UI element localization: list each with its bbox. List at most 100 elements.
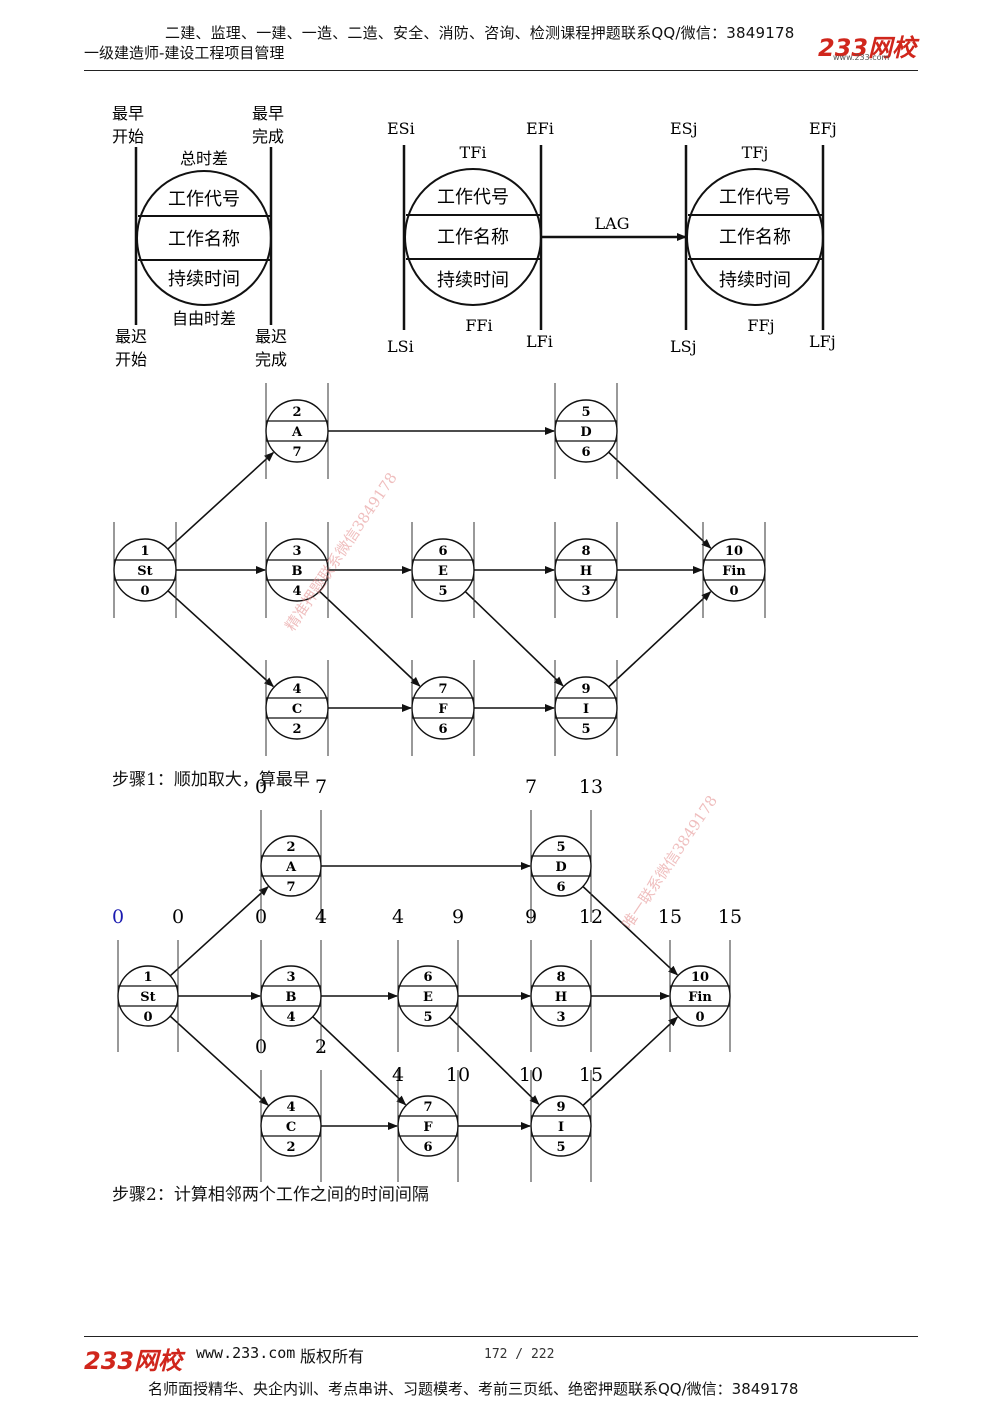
edge-6-9	[448, 1016, 540, 1106]
edge-3-7	[312, 1016, 407, 1106]
node-duration: 4	[286, 1010, 295, 1025]
legend-lag-label: LAG	[595, 214, 630, 233]
early-start-label: 0	[255, 776, 267, 798]
legend-lag-esi: ESi	[387, 119, 415, 138]
header-contact-line: 二建、监理、一建、一造、二造、安全、消防、咨询、检测课程押题联系QQ/微信：38…	[165, 24, 795, 42]
node-duration: 7	[292, 445, 301, 460]
footer-logo: 233网校	[84, 1347, 183, 1375]
edge-1-4	[167, 590, 275, 688]
node-C: 4C2	[265, 660, 329, 756]
footer-divider	[84, 1336, 918, 1337]
node-name: F	[438, 702, 448, 717]
node-name: H	[555, 990, 567, 1005]
legend-simple-tf: 总时差	[180, 149, 228, 168]
node-id: 9	[581, 682, 590, 697]
early-finish-label: 9	[452, 906, 464, 928]
node-duration: 2	[292, 722, 301, 737]
footer-contact-line: 名师面授精华、央企内训、考点串讲、习题模考、考前三页纸、绝密押题联系QQ/微信：…	[148, 1380, 799, 1398]
step1-caption: 步骤1：顺加取大，算最早	[112, 770, 310, 790]
node-duration: 5	[556, 1140, 565, 1155]
early-finish-label: 4	[315, 906, 327, 928]
early-start-label: 0	[255, 906, 267, 928]
svg-text:工作代号: 工作代号	[437, 187, 509, 208]
early-start-label: 0	[112, 906, 124, 928]
node-id: 5	[556, 840, 565, 855]
legend-lag-efj: EFj	[809, 119, 837, 138]
svg-text:持续时间: 持续时间	[719, 270, 791, 291]
header-divider	[84, 70, 918, 71]
svg-text:持续时间: 持续时间	[437, 270, 509, 291]
node-name: Fin	[688, 990, 712, 1005]
node-name: D	[580, 425, 591, 440]
node-id: 8	[581, 544, 590, 559]
node-name: St	[137, 564, 152, 579]
node-id: 10	[725, 544, 743, 559]
legend-simple-row2: 工作名称	[168, 229, 240, 250]
node-id: 2	[292, 405, 301, 420]
node-name: B	[286, 990, 297, 1005]
early-finish-label: 12	[579, 906, 603, 928]
early-start-label: 7	[525, 776, 537, 798]
node-duration: 3	[581, 584, 590, 599]
node-name: A	[285, 860, 297, 875]
node-name: Fin	[722, 564, 746, 579]
early-finish-label: 7	[315, 776, 327, 798]
node-duration: 0	[140, 584, 149, 599]
early-start-label: 15	[658, 906, 682, 928]
node-id: 1	[140, 544, 149, 559]
edge-5-10	[582, 885, 679, 976]
node-name: E	[438, 564, 448, 579]
node-id: 5	[581, 405, 590, 420]
node-duration: 6	[423, 1140, 432, 1155]
node-name: F	[423, 1120, 433, 1135]
legend-lag-lsi: LSi	[387, 337, 414, 356]
node-duration: 6	[581, 445, 590, 460]
legend-lag-lfj: LFj	[809, 332, 836, 351]
legend-simple-row3: 持续时间	[168, 269, 240, 290]
node-B: 3B4	[265, 522, 329, 618]
node-id: 2	[286, 840, 295, 855]
legend-simple-lf: 最迟完成	[255, 327, 287, 369]
node-duration: 5	[438, 584, 447, 599]
brand-logo: 233网校	[818, 34, 917, 62]
legend-simple-ef: 最早完成	[252, 104, 284, 146]
edge-6-9	[464, 590, 564, 687]
legend-lag: 工作代号 工作名称 持续时间 ESi EFi LSi LFi TFi FFi L…	[387, 119, 837, 356]
early-finish-label: 13	[579, 776, 603, 798]
network-diagrams: 工作代号 工作名称 持续时间 总时差 自由时差 最早开始 最早完成 最迟开始 最…	[112, 104, 837, 1182]
node-id: 4	[286, 1100, 295, 1115]
early-finish-label: 10	[446, 1064, 470, 1086]
legend-lag-tfj: TFj	[742, 143, 769, 162]
footer-site-link[interactable]: www.233.com	[196, 1344, 296, 1362]
node-name: I	[558, 1120, 564, 1135]
edge-1-4	[169, 1015, 269, 1106]
node-id: 7	[423, 1100, 432, 1115]
node-name: I	[583, 702, 589, 717]
node-id: 7	[438, 682, 447, 697]
node-id: 3	[286, 970, 295, 985]
legend-lag-efi: EFi	[526, 119, 554, 138]
node-id: 6	[423, 970, 432, 985]
early-start-label: 9	[525, 906, 537, 928]
node-name: C	[292, 702, 302, 717]
node-A: 2A7	[265, 383, 329, 479]
node-duration: 5	[581, 722, 590, 737]
legend-simple-ls: 最迟开始	[115, 327, 147, 369]
brand-logo-url: www.233.com	[833, 53, 890, 62]
edge-5-10	[608, 451, 712, 549]
legend-simple-row1: 工作代号	[168, 189, 240, 210]
legend-lag-lfi: LFi	[526, 332, 553, 351]
node-B: 3B 4 0 4	[255, 906, 327, 1052]
footer-copyright: 版权所有	[300, 1347, 365, 1366]
node-name: C	[286, 1120, 296, 1135]
edge-3-7	[318, 590, 421, 687]
legend-simple: 工作代号 工作名称 持续时间 总时差 自由时差 最早开始 最早完成 最迟开始 最…	[112, 104, 287, 369]
node-duration: 7	[286, 880, 295, 895]
